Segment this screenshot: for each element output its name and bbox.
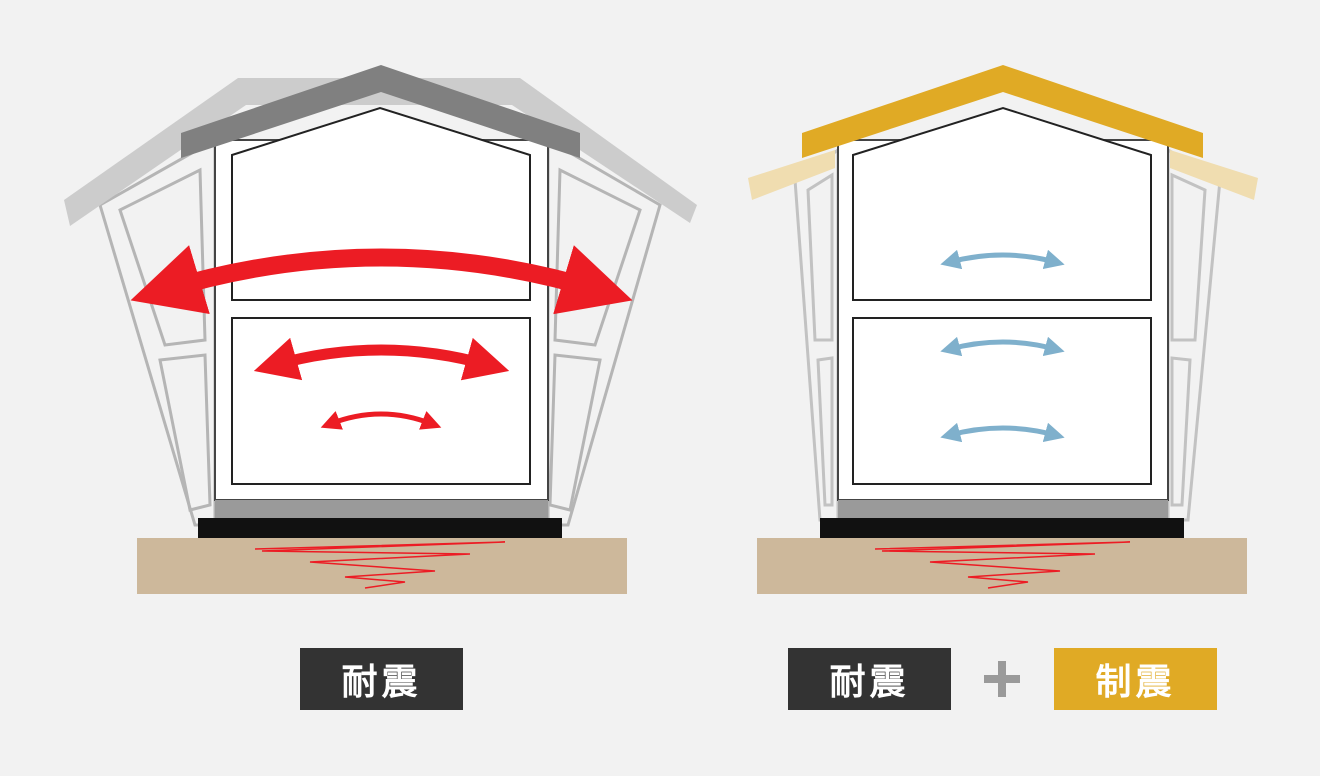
- left-seismic-wave: [254, 541, 506, 589]
- left-house: [64, 65, 697, 594]
- left-roof: [181, 65, 580, 158]
- right-house: [748, 65, 1258, 594]
- plus-icon: [984, 661, 1020, 697]
- label-taishin-left: 耐震: [300, 648, 463, 710]
- label-seishin: 制震: [1054, 648, 1217, 710]
- right-upper-sway-arrow: [940, 249, 1065, 270]
- left-base: [198, 518, 562, 538]
- right-mid-sway-arrow: [940, 336, 1065, 357]
- right-foundation: [838, 500, 1168, 518]
- right-ghost-roof: [748, 150, 835, 200]
- left-mid-sway-arrow: [253, 337, 510, 381]
- left-foundation: [215, 500, 548, 518]
- left-big-sway-arrow: [130, 245, 633, 315]
- right-base: [820, 518, 1184, 538]
- left-ghost-roof: [64, 78, 697, 226]
- right-roof: [802, 65, 1203, 158]
- right-upper-room: [852, 106, 1152, 301]
- left-lower-room: [231, 317, 531, 485]
- right-ghost-roof-b: [1170, 150, 1258, 200]
- left-small-sway-arrow: [320, 411, 442, 430]
- right-lower-sway-arrow: [940, 422, 1065, 443]
- left-ground: [137, 538, 627, 594]
- right-seismic-wave: [874, 541, 1131, 589]
- label-taishin-right: 耐震: [788, 648, 951, 710]
